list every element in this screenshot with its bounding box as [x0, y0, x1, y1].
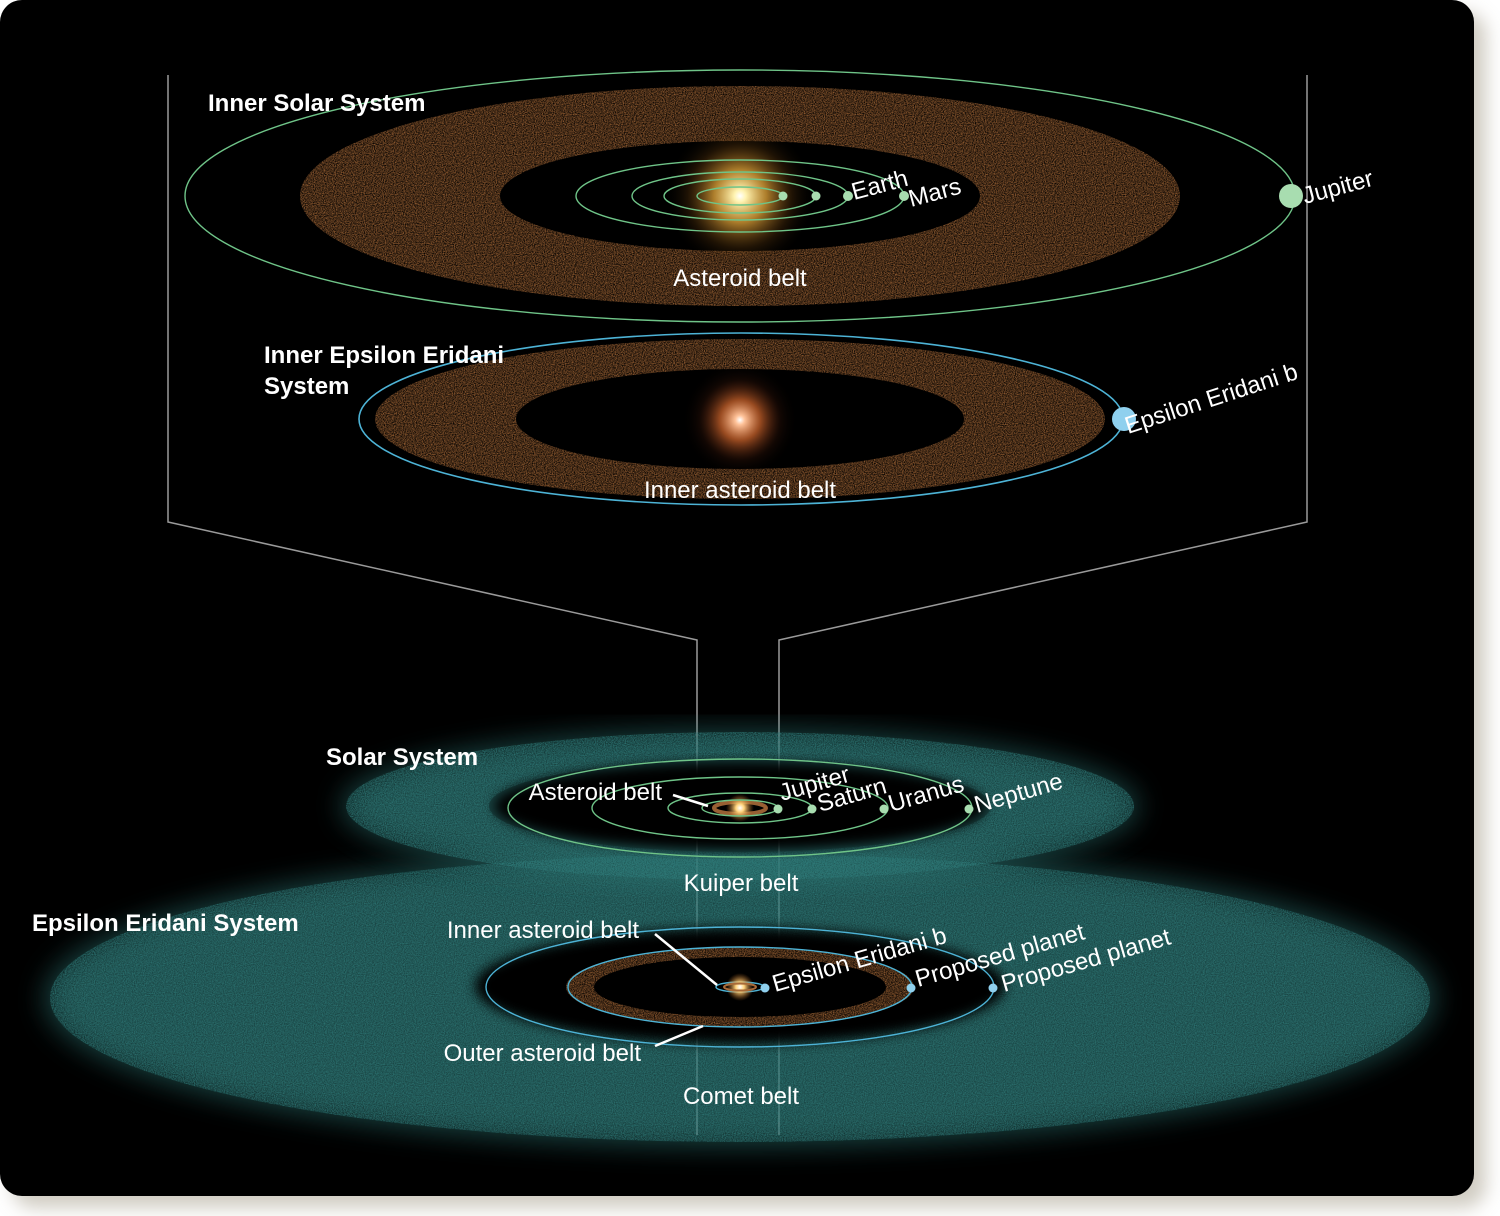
solar-system-panel: Solar System Asteroid belt Kuiper belt J… [326, 730, 1138, 897]
sun-small [726, 794, 754, 822]
saturn-dot [807, 804, 817, 814]
epsilon-eridani-b-label: Epsilon Eridani b [1122, 358, 1302, 439]
uranus-dot [879, 804, 889, 814]
eridani-inner-belt-small [723, 982, 757, 992]
solar-asteroid-belt-label: Asteroid belt [529, 779, 663, 806]
epsilon-eridani-b-dot [1112, 407, 1136, 431]
inner-asteroid-belt-label: Inner asteroid belt [644, 477, 836, 504]
inner-eridani-title-line2: System [264, 373, 349, 400]
mars-dot [899, 191, 909, 201]
inner-asteroid-belt-dust [375, 339, 1105, 499]
inner-solar-system-panel: Inner Solar System Asteroid belt Earth M… [184, 69, 1377, 323]
mars-label: Mars [906, 173, 965, 213]
inner-solar-title: Inner Solar System [208, 90, 425, 117]
jupiter-label: Jupiter [1300, 165, 1377, 210]
eridani-star-small [726, 973, 754, 1001]
inner-eridani-panel: Inner Epsilon Eridani System Inner aster… [264, 332, 1302, 506]
proposed-planet-2-dot [988, 983, 998, 993]
sun-glow [665, 121, 815, 271]
comet-belt-label: Comet belt [683, 1083, 799, 1110]
earth-dot [843, 191, 853, 201]
solar-title: Solar System [326, 744, 478, 771]
outer-belt-pointer [654, 1024, 704, 1048]
asteroid-belt-dust [299, 85, 1181, 307]
eridani-outer-belt-label: Outer asteroid belt [444, 1040, 642, 1067]
asteroid-belt-label: Asteroid belt [673, 265, 807, 292]
mercury-dot [778, 191, 788, 201]
proposed-planet-1-dot [906, 983, 916, 993]
jupiter-dot [1279, 184, 1303, 208]
eridani-title: Epsilon Eridani System [32, 910, 299, 937]
epsilon-eridani-b-small-dot [760, 983, 770, 993]
epsilon-eridani-star [682, 362, 798, 478]
inner-solar-planets [778, 184, 1303, 208]
inner-belt-pointer [654, 933, 718, 986]
solar-asteroid-pointer [672, 793, 709, 808]
neptune-dot [964, 804, 974, 814]
solar-planets [773, 804, 974, 814]
eridani-pointers [654, 933, 718, 1048]
eridani-planets [760, 983, 998, 993]
venus-dot [811, 191, 821, 201]
solar-jupiter-dot [773, 804, 783, 814]
kuiper-belt-label: Kuiper belt [684, 870, 799, 897]
eridani-system-panel: Epsilon Eridani System Inner asteroid be… [32, 850, 1435, 1146]
inner-eridani-title-line1: Inner Epsilon Eridani [264, 342, 504, 369]
eridani-inner-belt-label: Inner asteroid belt [447, 917, 639, 944]
